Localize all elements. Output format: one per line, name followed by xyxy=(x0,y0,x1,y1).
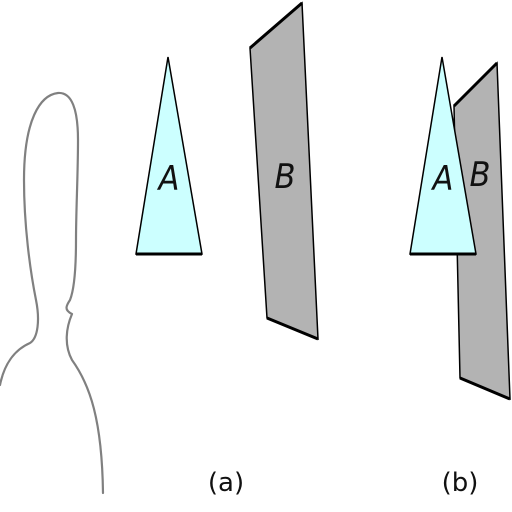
label-b-panel-a: B xyxy=(275,157,296,197)
plane-b-edges-panel-b xyxy=(452,61,511,401)
label-a-panel-b: A xyxy=(431,159,454,199)
label-b-panel-b: B xyxy=(470,155,491,195)
observer-profile xyxy=(0,91,105,495)
caption-panel-a: (a) xyxy=(208,468,244,498)
plane-b-edges-panel-a xyxy=(249,1,319,341)
label-a-panel-a: A xyxy=(157,159,180,199)
caption-panel-b: (b) xyxy=(442,468,479,498)
triangle-a-panel-a xyxy=(135,56,203,255)
